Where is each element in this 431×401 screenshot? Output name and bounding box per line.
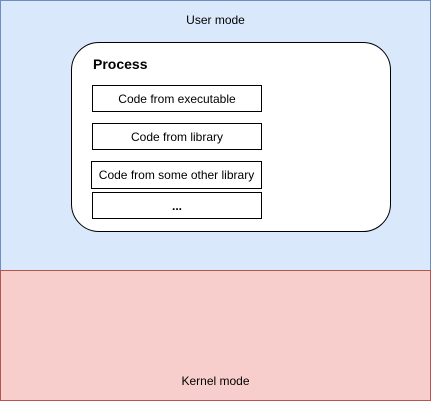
user-mode-label: User mode [186, 13, 245, 27]
user-mode-region: User mode Process Code from executable C… [0, 0, 431, 271]
code-from-executable-box: Code from executable [92, 85, 262, 112]
kernel-mode-label: Kernel mode [181, 374, 250, 388]
kernel-mode-region: Kernel mode [0, 270, 431, 401]
ellipsis-box: ... [92, 192, 262, 219]
code-from-library-box: Code from library [92, 123, 262, 150]
code-from-other-library-box: Code from some other library [91, 161, 262, 189]
process-box: Process Code from executable Code from l… [71, 42, 391, 232]
process-title: Process [93, 56, 148, 72]
